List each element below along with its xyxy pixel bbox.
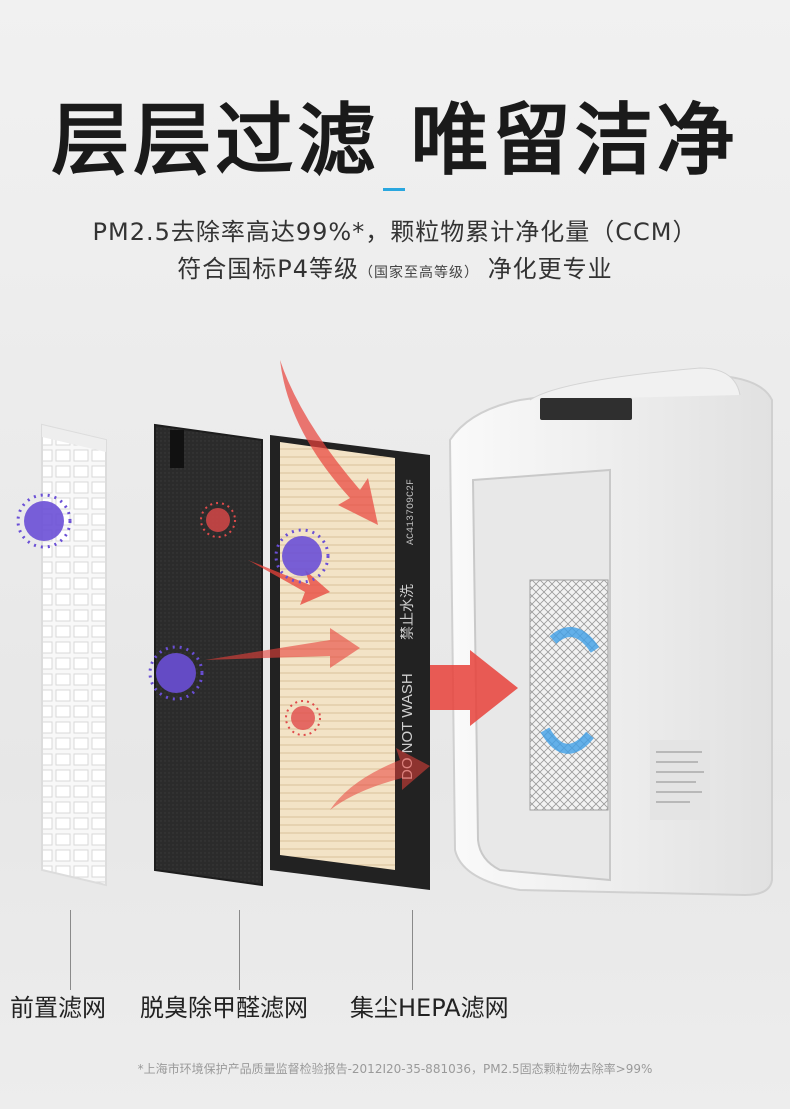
- airflow-arrow-up: [549, 627, 600, 653]
- hepa-filter-label-line: [412, 910, 413, 990]
- spec-label: [650, 740, 710, 820]
- red-arrow-3: [280, 360, 378, 525]
- fan-mesh: [529, 579, 609, 811]
- airflow-arrows: [205, 360, 518, 810]
- pre-filter-label-line: [70, 910, 71, 990]
- virus-particle-5: [285, 700, 321, 736]
- virus-particle-1: [16, 493, 72, 549]
- carbon-filter-label-line: [239, 910, 240, 990]
- red-arrow-2: [205, 628, 360, 668]
- subtitle-line-2-main: 符合国标P4等级: [177, 255, 360, 283]
- pre-filter-label: 前置滤网: [10, 994, 106, 1022]
- virus-particle-4: [200, 502, 236, 538]
- subtitle-line-2: 符合国标P4等级（国家至高等级） 净化更专业: [0, 249, 790, 284]
- page-headline: 层层过滤 唯留洁净: [51, 96, 739, 186]
- pre-filter-panel: [41, 423, 107, 887]
- hepa-code-text: AC4137O9C2F: [406, 479, 417, 545]
- subtitle-line-1: PM2.5去除率高达99%*，颗粒物累计净化量（CCM）: [92, 218, 698, 246]
- virus-particle-2: [148, 645, 204, 701]
- virus-particle-3: [274, 528, 330, 584]
- carbon-filter-panel: [154, 423, 263, 887]
- air-purifier-body: [448, 367, 773, 897]
- formaldehyde-filter-label: 脱臭除甲醛滤网: [140, 994, 308, 1022]
- subtitle-line-2-tail: 净化更专业: [487, 255, 613, 283]
- subtitle-line-2-note: （国家至高等级）: [359, 265, 480, 281]
- red-arrow-1: [248, 560, 330, 605]
- airflow-arrow-down: [540, 727, 594, 754]
- display-panel: [540, 398, 632, 420]
- red-arrow-main: [430, 650, 518, 726]
- hepa-wash-warning-cn-text: 禁止水洗: [400, 584, 416, 640]
- hepa-filter-label: 集尘HEPA滤网: [350, 994, 509, 1022]
- accent-dash: [383, 188, 405, 191]
- red-arrow-4: [330, 748, 430, 810]
- footnote: *上海市环境保护产品质量监督检验报告-2012I20-35-881036，PM2…: [137, 1062, 653, 1076]
